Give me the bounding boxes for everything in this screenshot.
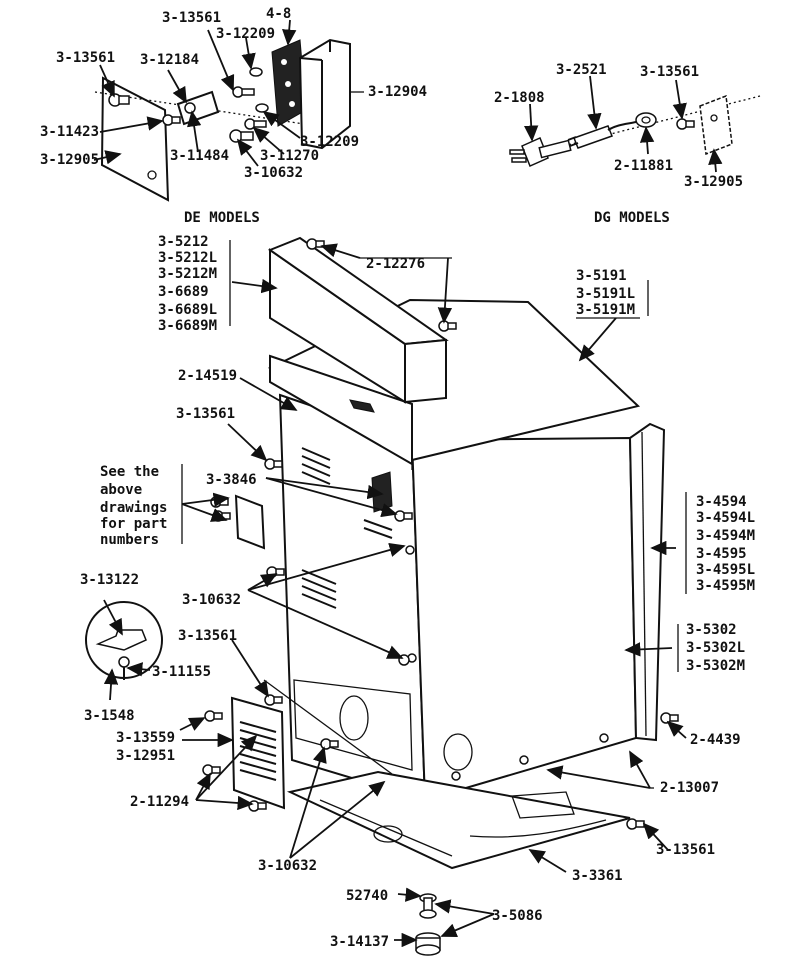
label-2-13007: 2-13007	[660, 780, 719, 796]
label-3-3361: 3-3361	[572, 868, 623, 884]
label-3-11423: 3-11423	[40, 124, 99, 140]
plate-hole	[147, 170, 157, 180]
rear-terminal-block	[371, 471, 393, 513]
label-3-10632-top: 3-10632	[244, 165, 303, 181]
exhaust-opening	[339, 695, 369, 741]
label-3-14137: 3-14137	[330, 934, 389, 950]
back-vent-louvers	[301, 447, 393, 609]
label-3-4594: 3-4594	[696, 494, 747, 510]
screw	[244, 118, 267, 130]
cord-plate	[699, 94, 733, 156]
label-2-14519: 2-14519	[178, 368, 237, 384]
label-3-2521: 3-2521	[556, 62, 607, 78]
label-3-12951: 3-12951	[116, 748, 175, 764]
label-2-1808: 2-1808	[494, 90, 545, 106]
rear-plate	[100, 76, 170, 202]
label-3-12184: 3-12184	[140, 52, 199, 68]
screw	[676, 118, 695, 130]
label-3-5086: 3-5086	[492, 908, 543, 924]
label-3-4594L: 3-4594L	[696, 510, 755, 526]
label-3-13561-b: 3-13561	[56, 50, 115, 66]
label-3-10632-main-a: 3-10632	[182, 592, 241, 608]
note-line-5: numbers	[100, 532, 159, 548]
note-line-2: above	[100, 482, 142, 498]
label-2-11881: 2-11881	[614, 158, 673, 174]
label-3-13561-main-a: 3-13561	[176, 406, 235, 422]
label-3-13122: 3-13122	[80, 572, 139, 588]
label-3-13559: 3-13559	[116, 730, 175, 746]
heading-de-models: DE MODELS	[184, 210, 260, 226]
cord-clamp-detail	[85, 601, 163, 680]
label-3-13561-main-c: 3-13561	[656, 842, 715, 858]
heading-dg-models: DG MODELS	[594, 210, 670, 226]
label-3-5191M: 3-5191M	[576, 302, 635, 318]
base-pan	[286, 770, 631, 870]
main-leaders	[103, 240, 687, 948]
label-3-12904: 3-12904	[368, 84, 427, 100]
label-3-5302M: 3-5302M	[686, 658, 745, 674]
console-end	[404, 338, 447, 404]
base-plate	[286, 770, 631, 870]
label-3-6689: 3-6689	[158, 284, 209, 300]
base-hole	[373, 825, 403, 843]
label-3-13561-dg: 3-13561	[640, 64, 699, 80]
side-opening	[443, 733, 473, 771]
front-panel-edge	[628, 422, 666, 742]
label-3-5212M: 3-5212M	[158, 266, 217, 282]
note-line-4: for part	[100, 516, 167, 532]
lower-frame	[293, 679, 413, 771]
label-3-11270: 3-11270	[260, 148, 319, 164]
leveling-leg	[415, 893, 441, 956]
label-3-11484: 3-11484	[170, 148, 229, 164]
label-3-3846: 3-3846	[206, 472, 257, 488]
label-3-4595: 3-4595	[696, 546, 747, 562]
label-3-4594M: 3-4594M	[696, 528, 755, 544]
washer	[249, 67, 263, 77]
label-3-12905-right: 3-12905	[684, 174, 743, 190]
screw	[162, 114, 181, 126]
power-cord	[567, 121, 637, 149]
strain-relief	[635, 112, 657, 128]
top-left-leaders	[93, 19, 364, 167]
shelf-slot	[349, 399, 375, 413]
label-3-12209-a: 3-12209	[216, 26, 275, 42]
note-line-3: drawings	[100, 500, 167, 516]
label-4-8: 4-8	[266, 6, 291, 22]
label-3-5191: 3-5191	[576, 268, 627, 284]
label-3-5302: 3-5302	[686, 622, 737, 638]
note-line-1: See the	[100, 464, 159, 480]
label-3-5212L: 3-5212L	[158, 250, 217, 266]
label-3-13561-a: 3-13561	[162, 10, 221, 26]
label-3-1548: 3-1548	[84, 708, 135, 724]
power-cord-detail	[509, 94, 761, 168]
label-3-5191L: 3-5191L	[576, 286, 635, 302]
terminal-box-cover	[298, 38, 351, 150]
label-3-13561-main-b: 3-13561	[178, 628, 237, 644]
label-3-6689M: 3-6689M	[158, 318, 217, 334]
label-2-11294: 2-11294	[130, 794, 189, 810]
label-3-11155: 3-11155	[152, 664, 211, 680]
washer	[255, 103, 269, 113]
label-3-6689L: 3-6689L	[158, 302, 217, 318]
label-3-4595M: 3-4595M	[696, 578, 755, 594]
label-3-12905-left: 3-12905	[40, 152, 99, 168]
terminal-cover-plate	[234, 494, 266, 550]
screw	[232, 86, 255, 98]
side-panel	[410, 436, 638, 802]
label-3-10632-main-b: 3-10632	[258, 858, 317, 874]
dryer-cabinet	[267, 236, 666, 802]
label-3-12209-b: 3-12209	[300, 134, 359, 150]
top-right-leaders	[524, 75, 723, 173]
screw	[108, 93, 130, 107]
label-3-5212: 3-5212	[158, 234, 209, 250]
label-3-4595L: 3-4595L	[696, 562, 755, 578]
power-plug	[509, 136, 572, 168]
label-2-12276: 2-12276	[366, 256, 425, 272]
screw	[229, 129, 254, 143]
washer	[184, 102, 196, 114]
label-2-4439: 2-4439	[690, 732, 741, 748]
label-52740: 52740	[346, 888, 388, 904]
label-3-5302L: 3-5302L	[686, 640, 745, 656]
